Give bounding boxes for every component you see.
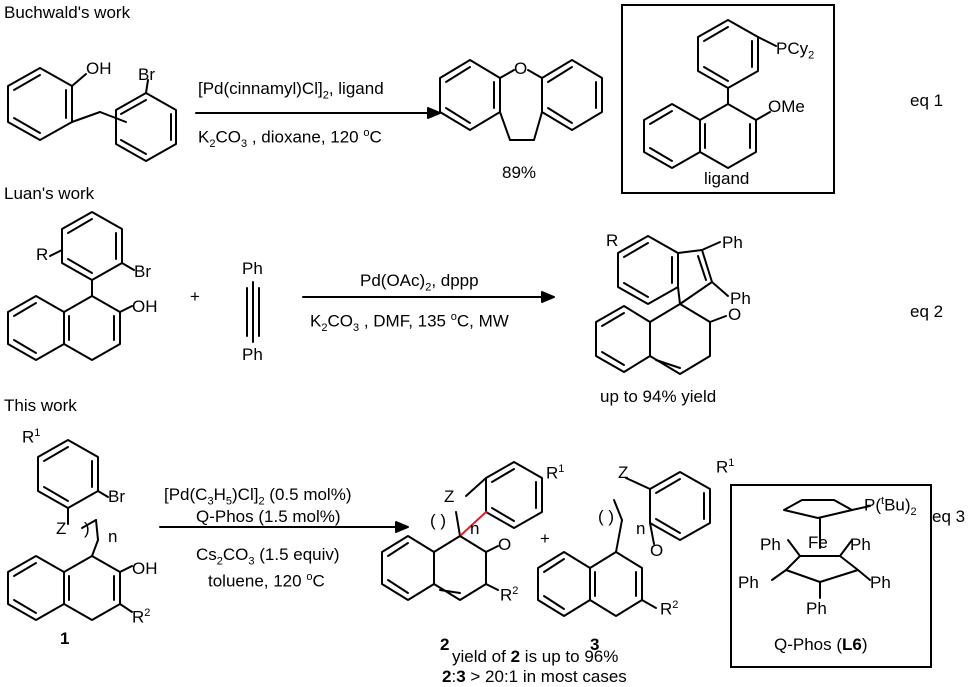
eq1-reagent-top: [Pd(cinnamyl)Cl]2, ligand [198,79,384,102]
eq2-substrate-br: Br [134,262,151,281]
eq2-substrate-r: R [36,245,49,264]
product-3-paren: ( ) [598,507,615,526]
qphos-ph-5: Ph [806,599,827,618]
eq1-arrowhead [427,107,441,119]
qphos-ph-1: Ph [760,535,781,554]
eq3-substrate-z: Z [56,519,67,538]
eq3-substrate-br: Br [108,487,125,506]
product-2-structure [381,461,543,601]
qphos-structure [771,499,871,599]
eq2-product-structure [595,235,729,375]
eq2-substrate-oh: OH [132,297,158,316]
eq3-reagent-2: Q-Phos (1.5 mol%) [196,507,341,526]
eq3-reagent-4: toluene, 120 oC [208,571,325,591]
eq3-result-2: 2:3 > 20:1 in most cases [442,667,627,686]
eq1-product-structure [439,59,603,141]
ligand-pcy2: PCy2 [776,39,815,62]
product-3-n: n [636,519,646,538]
eq2-product-ph-top: Ph [722,233,743,252]
product-3-structure [537,471,711,617]
qphos-ptbu2: P(tBu)2 [864,495,917,519]
product-2-z: Z [444,487,455,506]
eq2-arrowhead [541,291,555,303]
product-2-o: O [498,535,512,554]
eq1-substrate-oh: OH [86,59,112,78]
eq3-substrate-paren: ) [84,519,90,538]
product-3-o: O [650,541,664,560]
eq3-reagent-1: [Pd(C3H5)Cl]2 (0.5 mol%) [164,485,352,508]
qphos-box [730,484,932,668]
qphos-ph-4: Ph [870,573,891,592]
section-title-buchwald: Buchwald's work [4,3,131,22]
eq2-substrate-structure [7,211,135,361]
ligand-ome: OMe [768,97,805,116]
qphos-label: Q-Phos (L6) [774,635,868,654]
eq3-substrate-n: n [108,527,118,546]
eq2-reagent-top: Pd(OAc)2, dppp [360,271,479,294]
eq2-yield: up to 94% yield [600,387,717,406]
section-title-luan: Luan's work [4,184,95,203]
product-number-3: 3 [590,635,600,654]
eq1-product-o: O [514,59,528,78]
substrate-number-1: 1 [60,629,70,648]
eq3-arrowhead [395,521,409,533]
ligand-label: ligand [704,169,750,188]
qphos-fe: Fe [808,533,828,552]
product-2-r2: R2 [500,585,519,605]
qphos-ph-3: Ph [738,573,759,592]
product-2-paren: ( ) [430,511,447,530]
ligand-structure [643,19,777,169]
product-3-r2: R2 [660,599,679,619]
eq2-product-ph-bottom: Ph [730,289,751,308]
eq3-reagent-3: Cs2CO3 (1.5 equiv) [196,545,340,568]
eq2-reagent-bottom: K2CO3 , DMF, 135 oC, MW [310,311,509,335]
eq2-plus: + [190,287,200,306]
eq3-plus: + [540,529,550,548]
eq3-substrate-r1: R1 [22,427,41,447]
eq1-substrate-br: Br [138,65,155,84]
eq1-yield: 89% [502,163,537,182]
qphos-ph-2: Ph [850,535,871,554]
eq2-alkyne-structure [246,281,260,343]
eq1-substrate-structure [7,67,177,162]
eq2-alkyne-ph-top: Ph [242,259,263,278]
eq1-reagent-bottom: K2CO3 , dioxane, 120 oC [198,127,382,151]
eq1-label: eq 1 [910,91,944,110]
eq3-substrate-r2: R2 [132,607,151,627]
eq2-label: eq 2 [910,302,944,321]
product-2-n: n [470,519,480,538]
eq3-substrate-structure [7,439,133,621]
eq2-product-o: O [728,305,742,324]
product-number-2: 2 [440,635,450,654]
product-3-r1: R1 [716,457,735,477]
eq3-substrate-oh: OH [132,559,158,578]
eq2-alkyne-ph-bottom: Ph [242,345,263,364]
product-3-z: Z [618,463,629,482]
ligand-box [621,4,835,194]
section-title-this-work: This work [4,396,77,415]
eq3-label: eq 3 [932,507,966,526]
eq3-result-1: yield of 2 is up to 96% [452,647,619,666]
eq2-product-r: R [606,231,619,250]
product-2-r1: R1 [546,463,565,483]
